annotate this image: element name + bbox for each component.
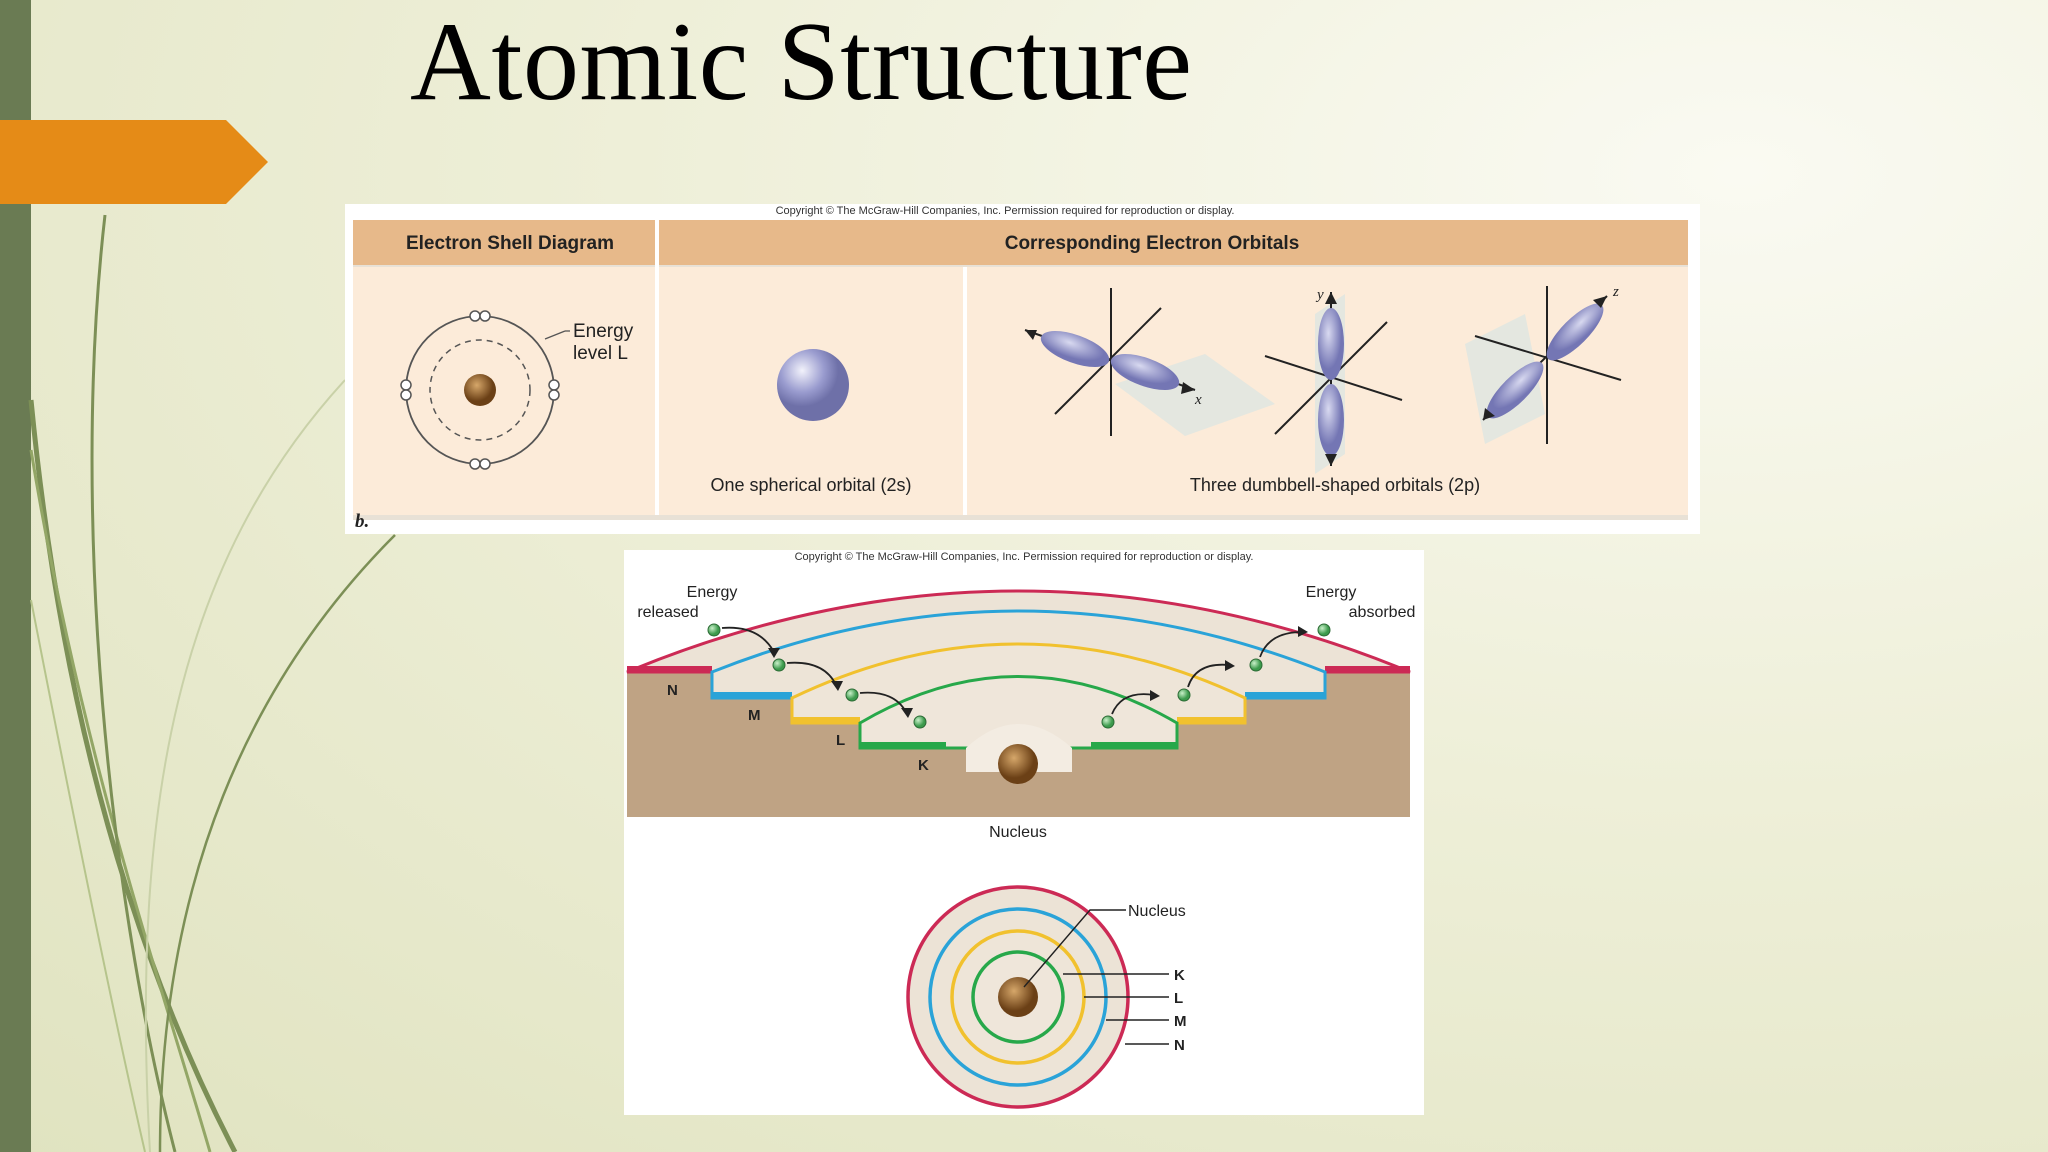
circle-nucleus-label: Nucleus xyxy=(1128,903,1186,920)
energy-absorbed-label-1: Energy xyxy=(1306,584,1357,601)
header-electron-orbitals: Corresponding Electron Orbitals xyxy=(1005,233,1300,254)
energy-absorbed-label-2: absorbed xyxy=(1349,604,1416,621)
spherical-orbital xyxy=(777,349,849,421)
copyright-text: Copyright © The McGraw-Hill Companies, I… xyxy=(776,205,1235,217)
energy-level-label-1: Energy xyxy=(573,321,634,342)
circle-k-label: K xyxy=(1174,967,1185,984)
energy-levels-figure: Copyright © The McGraw-Hill Companies, I… xyxy=(624,550,1424,1115)
electron-orbitals-figure: Copyright © The McGraw-Hill Companies, I… xyxy=(345,204,1700,534)
shell-m-label: M xyxy=(748,707,761,724)
header-electron-shell: Electron Shell Diagram xyxy=(406,233,614,254)
shell-n-label: N xyxy=(667,682,678,699)
shell-diagram xyxy=(400,310,570,470)
axis-y-label: y xyxy=(1315,287,1324,303)
px-orbital xyxy=(1024,288,1275,436)
dumbbell-orbital-caption: Three dumbbell-shaped orbitals (2p) xyxy=(1190,475,1480,495)
decorative-swoosh xyxy=(28,214,396,1152)
axis-z-label: z xyxy=(1612,284,1619,300)
circle-m-label: M xyxy=(1174,1013,1187,1030)
slide-title: Atomic Structure xyxy=(410,0,1193,124)
energy-released-label-1: Energy xyxy=(687,584,738,601)
axis-x-label: x xyxy=(1194,392,1202,408)
panel-letter: b. xyxy=(355,511,369,532)
orange-arrow-tab xyxy=(0,120,268,204)
circle-n-label: N xyxy=(1174,1037,1185,1054)
nucleus-label: Nucleus xyxy=(989,824,1047,841)
energy-level-label-2: level L xyxy=(573,343,628,364)
energy-released-label-2: released xyxy=(637,604,698,621)
copyright-text-2: Copyright © The McGraw-Hill Companies, I… xyxy=(795,551,1254,563)
electron-transitions xyxy=(707,623,1331,729)
shell-k-label: K xyxy=(918,757,929,774)
spherical-orbital-caption: One spherical orbital (2s) xyxy=(710,475,911,495)
circle-l-label: L xyxy=(1174,990,1183,1007)
shell-l-label: L xyxy=(836,732,845,749)
pz-orbital xyxy=(1465,286,1622,444)
py-orbital xyxy=(1264,292,1403,474)
concentric-shells xyxy=(906,885,1169,1109)
